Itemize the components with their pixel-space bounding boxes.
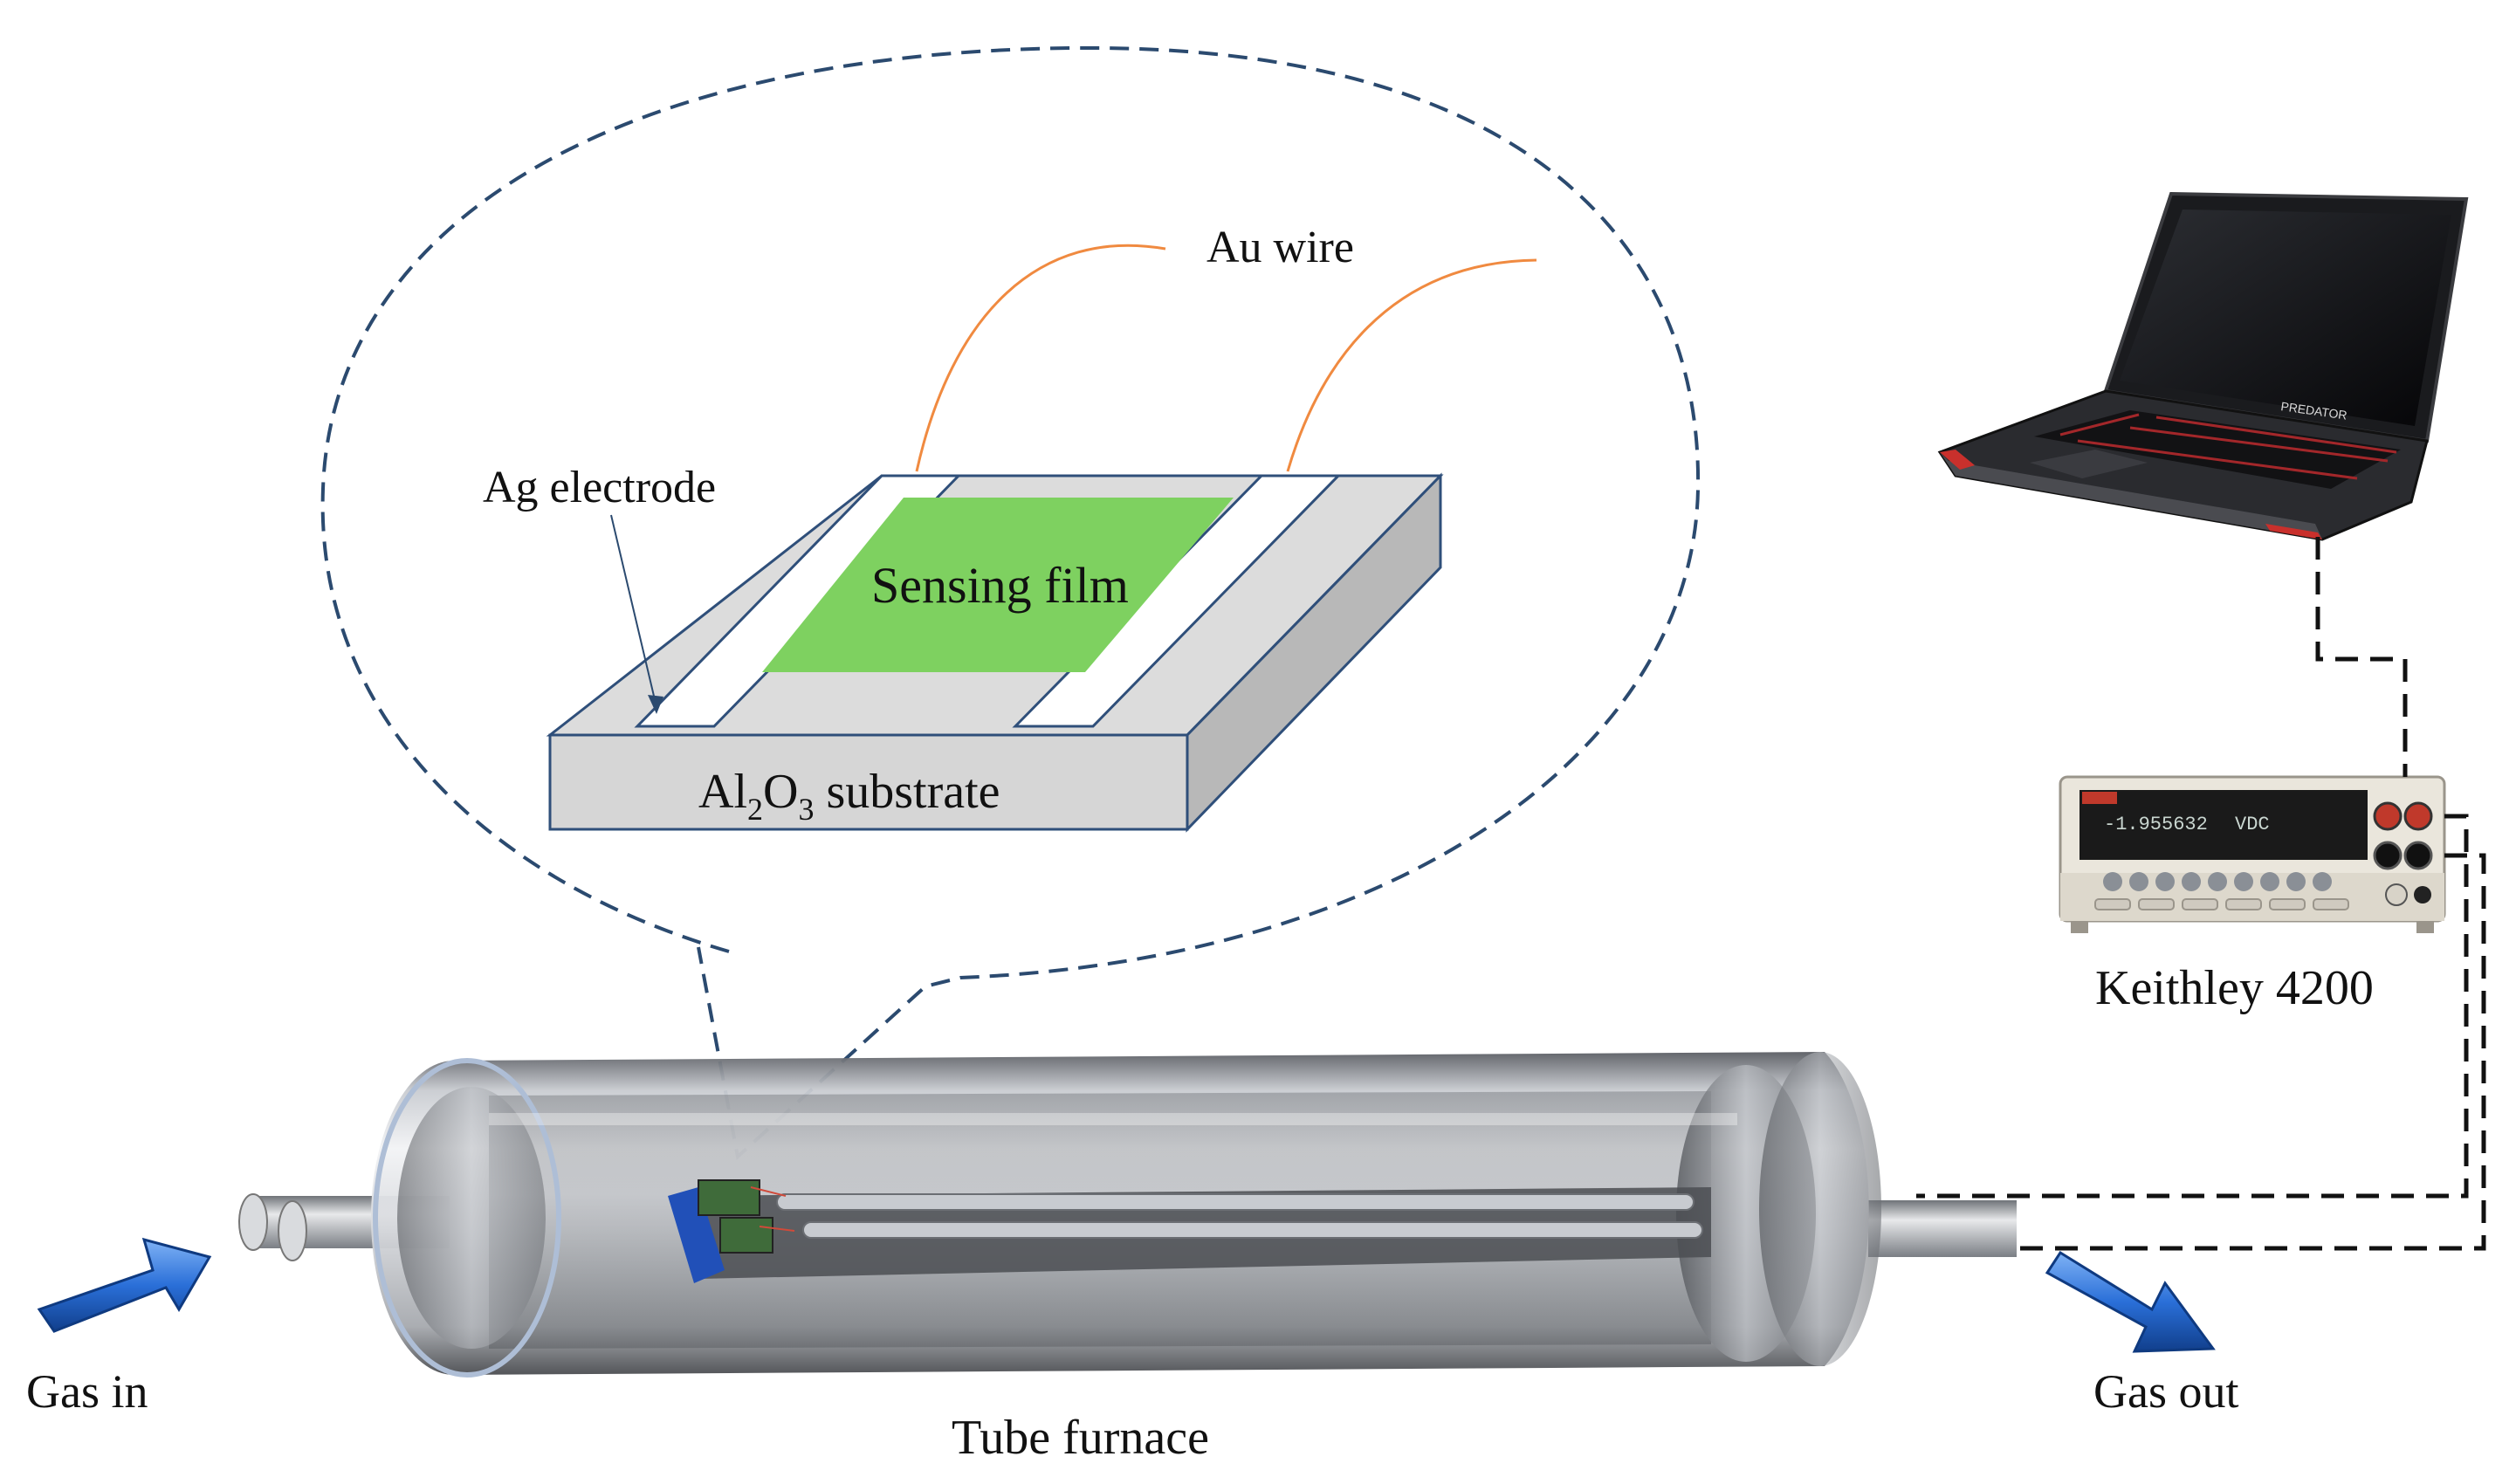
sample-chip (668, 1187, 725, 1283)
au-wires (915, 244, 1537, 472)
substrate-side (1186, 472, 1442, 833)
laptop-touchpad (2030, 450, 2148, 478)
callout-balloon (320, 45, 1701, 1160)
au-wire-right (1286, 258, 1537, 472)
left-cap (373, 1058, 561, 1378)
gas-in-arrow (37, 1237, 212, 1333)
cables (1916, 537, 2486, 1251)
rod-bottom (802, 1221, 1703, 1239)
au-wire-left (915, 244, 1166, 472)
gas-out-arrow (2045, 1250, 2216, 1353)
au-wire-label: Au wire (1206, 223, 1354, 272)
keithley-display (2079, 790, 2368, 860)
meter-unit: VDC (2235, 814, 2270, 835)
keithley-instrument: -1.955632 VDC (2059, 775, 2446, 933)
sensing-film (762, 498, 1234, 672)
gas-in-label: Gas in (26, 1365, 148, 1418)
ag-electrode-label: Ag electrode (483, 463, 716, 512)
cable-laptop-keithley (2315, 537, 2408, 777)
laptop: PREDATOR (1937, 191, 2469, 541)
laptop-front-edge (1940, 452, 2322, 539)
sensor-chip (546, 472, 1444, 833)
meter-reading: -1.955632 (2104, 814, 2208, 835)
keyboard-keys (2059, 413, 2397, 480)
gas-out-label: Gas out (2093, 1365, 2238, 1418)
sensing-film-label: Sensing film (871, 557, 1129, 614)
tube-furnace-label: Tube furnace (952, 1411, 1209, 1465)
keithley-terminals (2373, 801, 2433, 906)
substrate-label: Al2O3 substrate (698, 765, 1000, 827)
cable-keithley-tube-bottom (1951, 853, 2486, 1251)
rod-top (776, 1193, 1695, 1211)
ag-electrode-pointer (610, 514, 663, 714)
laptop-screen (2120, 210, 2451, 426)
outlet-pipe (1868, 1200, 2017, 1257)
laptop-keyboard (2034, 410, 2401, 489)
tube-furnace (238, 1052, 2017, 1378)
cable-keithley-tube-top (1916, 814, 2469, 1199)
keithley-buttons (2103, 872, 2332, 891)
keithley-label: Keithley 4200 (2095, 961, 2374, 1015)
